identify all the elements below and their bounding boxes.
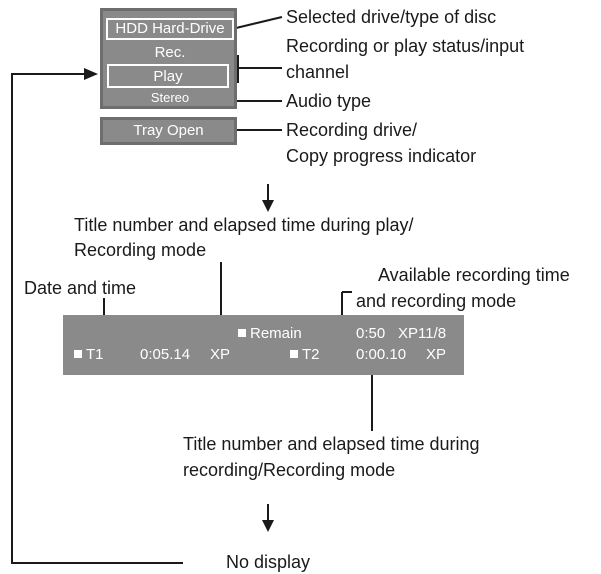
remain-label: Remain xyxy=(250,325,302,342)
remain-square-icon xyxy=(238,329,246,337)
callout-status-line2: channel xyxy=(286,62,350,82)
down-arrow-2-head xyxy=(262,520,274,532)
osd-tray-panel xyxy=(100,117,237,145)
no-display-label: No display xyxy=(226,552,311,572)
drive-box xyxy=(106,18,234,40)
callout-rec-drive-line2: Copy progress indicator xyxy=(286,146,477,166)
callout-title-rec-line1: Title number and elapsed time during xyxy=(183,434,480,454)
t1-square-icon xyxy=(74,350,82,358)
status-play-label: Play xyxy=(153,68,183,85)
remain-mode: XP11/8 xyxy=(398,325,447,342)
drive-label: HDD Hard-Drive xyxy=(115,20,225,37)
callout-rec-drive-line1: Recording drive/ xyxy=(286,120,418,140)
t1-mode: XP xyxy=(210,346,231,363)
t1-row: T1 xyxy=(74,346,104,364)
t2-time: 0:00.10 xyxy=(356,346,407,363)
t2-label: T2 xyxy=(302,346,320,363)
t1-label: T1 xyxy=(86,346,104,363)
loop-back-line xyxy=(11,73,183,564)
remain-row: Remain xyxy=(238,325,302,343)
audio-label: Stereo xyxy=(150,90,190,105)
callout-available-line1: Available recording time xyxy=(378,265,570,285)
play-box xyxy=(107,64,229,88)
t2-square-icon xyxy=(290,350,298,358)
loop-arrow-head xyxy=(84,68,98,80)
callout-drive-type: Selected drive/type of disc xyxy=(286,7,497,27)
t2-row: T2 xyxy=(290,346,320,364)
callout-status-line1: Recording or play status/input xyxy=(286,36,525,56)
remain-time: 0:50 xyxy=(356,325,386,342)
callout-date-time: Date and time xyxy=(24,278,137,298)
callout-audio-type: Audio type xyxy=(286,91,372,111)
callout-title-rec-line2: recording/Recording mode xyxy=(183,460,396,480)
t2-mode: XP xyxy=(426,346,447,363)
callout-title-play-line1: Title number and elapsed time during pla… xyxy=(74,215,414,235)
tray-label: Tray Open xyxy=(133,122,204,139)
osd-status-panel xyxy=(100,8,237,109)
callout-available-line2: and recording mode xyxy=(356,291,517,311)
status-rec-label: Rec. xyxy=(154,44,186,61)
down-arrow-1-head xyxy=(262,200,274,212)
t1-time: 0:05.14 xyxy=(140,346,191,363)
osd-time-panel xyxy=(63,315,464,375)
drive-type-leader xyxy=(235,16,283,29)
callout-title-play-line2: Recording mode xyxy=(74,240,207,260)
